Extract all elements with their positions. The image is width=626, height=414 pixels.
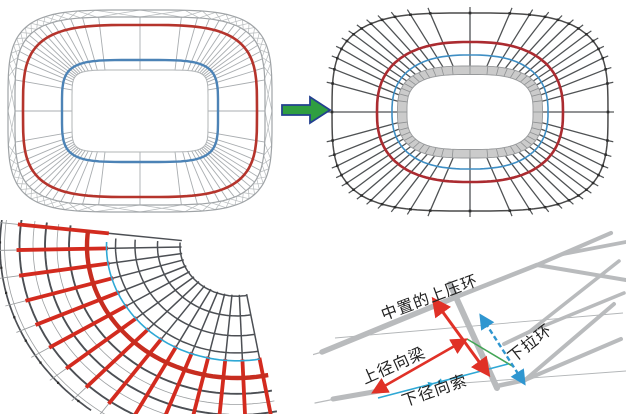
lower-tension-ring-arrow (479, 313, 526, 386)
tl-roof-opening-edge (71, 69, 209, 153)
tr-tension-ring-blue (391, 54, 549, 170)
tl-outer-compression-ring-red (21, 23, 259, 199)
tr-compression-ring-red (375, 40, 565, 184)
bl-tension-ring-cyan (105, 241, 260, 362)
bl-outer-facade-edge (0, 220, 92, 412)
plan-view-after-panel (326, 7, 614, 217)
transform-arrow-icon (281, 95, 332, 125)
right-block-arrow-shape (281, 95, 332, 125)
upper-compression-ring-arrow (431, 296, 491, 378)
tl-inner-tension-ring-blue (60, 58, 220, 164)
node-detail-panel (313, 230, 626, 404)
bl-ring-beam-red (84, 229, 269, 381)
perspective-corner-panel (0, 220, 278, 414)
tr-inner-ring-band (397, 66, 543, 158)
plan-view-before-panel (7, 9, 273, 213)
